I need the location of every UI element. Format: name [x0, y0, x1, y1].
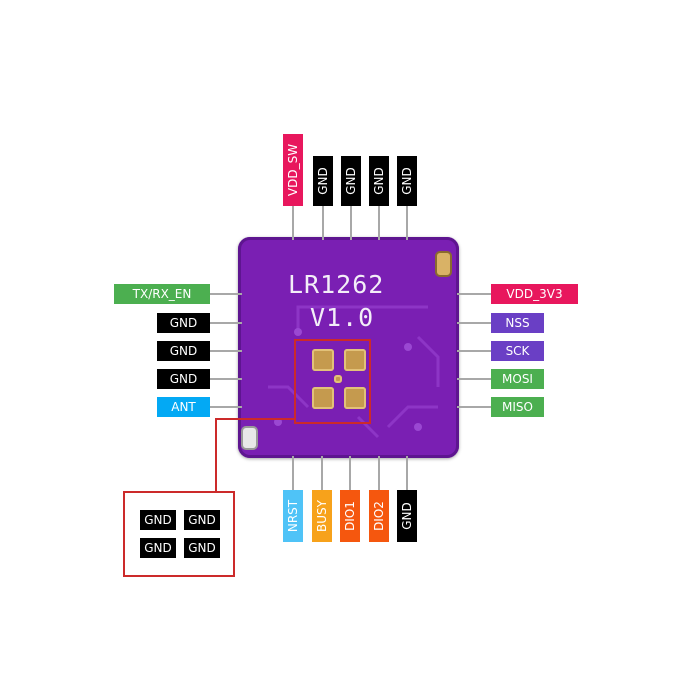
pin-label-bottom: BUSY [312, 490, 332, 542]
pin-label-top: GND [397, 156, 417, 206]
pin-label-top: GND [313, 156, 333, 206]
pin-lead [457, 378, 491, 380]
highlight-connector [215, 418, 295, 420]
pin-label-right: MISO [491, 397, 544, 417]
bottom-pad-label: GND [184, 510, 220, 530]
pcb-traces [241, 251, 452, 450]
pin-lead [210, 350, 242, 352]
pin-lead [406, 456, 408, 490]
center-pad [312, 387, 334, 409]
pin-label-bottom: DIO1 [340, 490, 360, 542]
pin-label-bottom: NRST [283, 490, 303, 542]
bottom-pad-label: GND [140, 538, 176, 558]
pin-label-right: NSS [491, 313, 544, 333]
chip-version: V1.0 [310, 303, 375, 332]
pin-label-top: VDD_SW [283, 134, 303, 206]
pin-label-bottom: DIO2 [369, 490, 389, 542]
bottom-pad-label: GND [184, 538, 220, 558]
pin-label-top: GND [341, 156, 361, 206]
pin-label-right: SCK [491, 341, 544, 361]
pin-lead [457, 322, 491, 324]
center-pad [334, 375, 342, 383]
center-pad [344, 349, 366, 371]
pin-label-left: GND [157, 341, 210, 361]
pin-label-left: GND [157, 313, 210, 333]
pin-lead [349, 456, 351, 490]
chip-name: LR1262 [288, 270, 385, 299]
pin-lead [457, 350, 491, 352]
pin-lead [292, 206, 294, 240]
pin-lead [322, 206, 324, 240]
pin-label-top: GND [369, 156, 389, 206]
gnd-pad-highlight [294, 339, 371, 424]
pin-label-left: GND [157, 369, 210, 389]
pin-label-right: VDD_3V3 [491, 284, 578, 304]
pin-lead [292, 456, 294, 490]
pin-label-right: MOSI [491, 369, 544, 389]
pin-lead [321, 456, 323, 490]
highlight-connector [215, 418, 217, 492]
pin-lead [378, 206, 380, 240]
pin-lead [210, 406, 242, 408]
pin-label-left: TX/RX_EN [114, 284, 210, 304]
bottom-pad-label: GND [140, 510, 176, 530]
pin-lead [378, 456, 380, 490]
center-pad [312, 349, 334, 371]
pin-lead [210, 293, 242, 295]
pin-label-left: ANT [157, 397, 210, 417]
pin-lead [210, 378, 242, 380]
center-pad [344, 387, 366, 409]
lr1262-module: LR1262 V1.0 [238, 237, 459, 458]
pin-lead [457, 406, 491, 408]
pin-lead [350, 206, 352, 240]
bottom-gnd-pads-box [123, 491, 235, 577]
pin-label-bottom: GND [397, 490, 417, 542]
pin-lead [406, 206, 408, 240]
pin-lead [210, 322, 242, 324]
pin-lead [457, 293, 491, 295]
